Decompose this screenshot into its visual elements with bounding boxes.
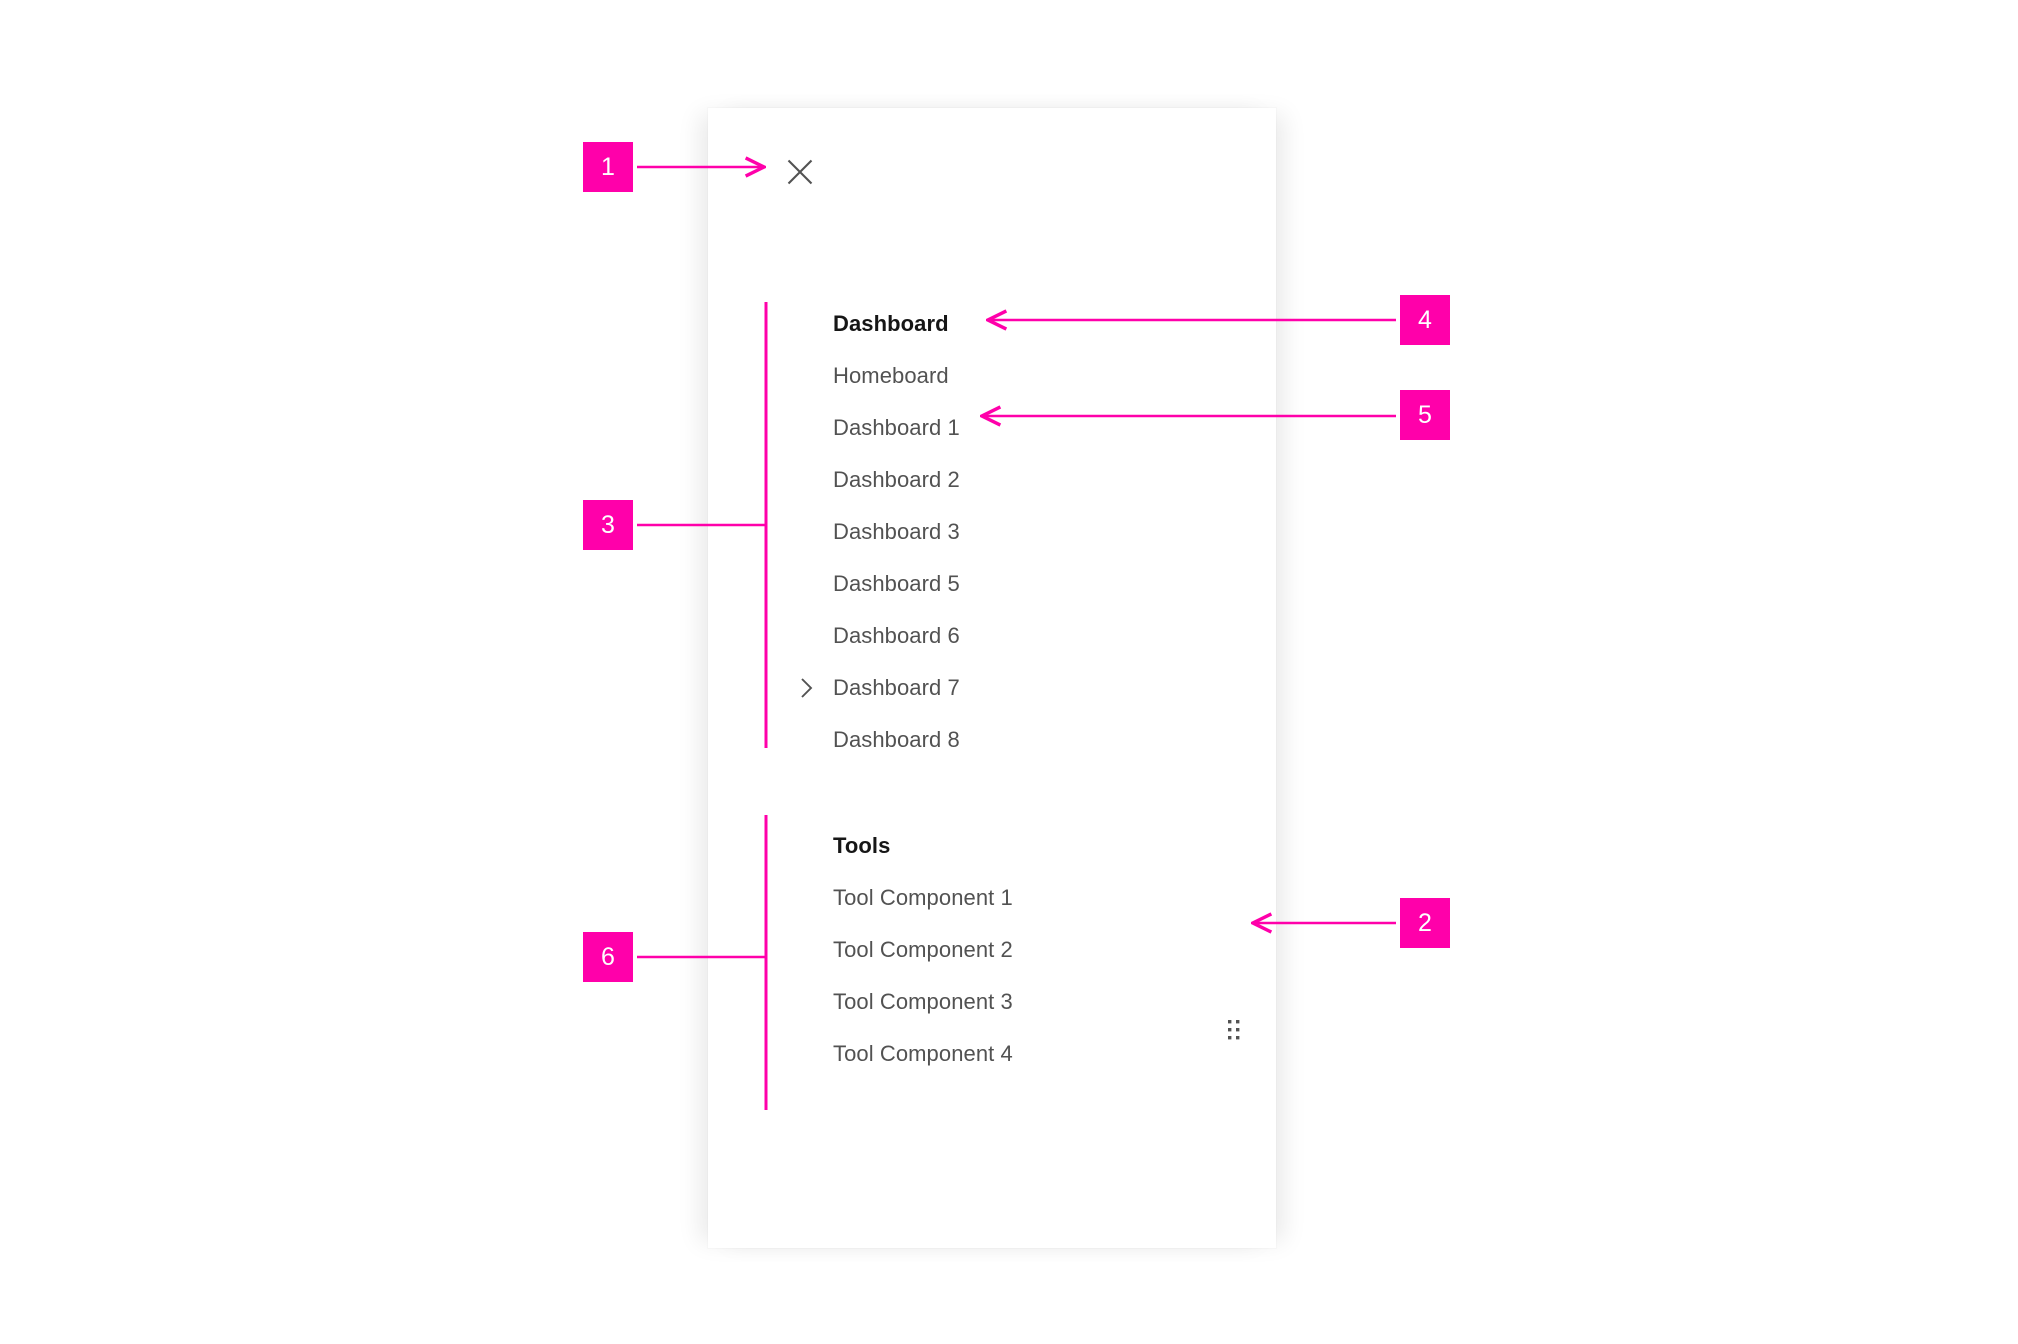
nav-item-dashboard-6[interactable]: Dashboard 6 [708,610,1276,662]
annotation-badge-5: 5 [1400,390,1450,440]
close-button[interactable] [776,148,824,196]
nav-item-dashboard-8[interactable]: Dashboard 8 [708,714,1276,766]
tools-section-group: Tools Tool Component 1 Tool Component 2 … [708,820,1276,1080]
nav-item-tool-component-2[interactable]: Tool Component 2 [708,924,1276,976]
nav-item-dashboard-3[interactable]: Dashboard 3 [708,506,1276,558]
nav-item-tool-component-3[interactable]: Tool Component 3 [708,976,1276,1028]
nav-item-dashboard-5[interactable]: Dashboard 5 [708,558,1276,610]
annotation-badge-4: 4 [1400,295,1450,345]
annotation-badge-2: 2 [1400,898,1450,948]
nav-item-tool-component-1[interactable]: Tool Component 1 [708,872,1276,924]
nav-item-tool-component-4[interactable]: Tool Component 4 [708,1028,1276,1080]
chevron-right-icon[interactable] [796,677,818,699]
nav-item-label: Tool Component 1 [833,885,1013,910]
nav-item-label: Dashboard 1 [833,415,960,440]
nav-item-label: Tool Component 3 [833,989,1013,1014]
nav-item-label: Tool Component 2 [833,937,1013,962]
dashboard-section-title: Dashboard [833,311,949,336]
annotation-badge-6: 6 [583,932,633,982]
nav-item-label: Dashboard 6 [833,623,960,648]
dashboard-section-group: Dashboard Homeboard Dashboard 1 Dashboar… [708,298,1276,766]
nav-item-label: Dashboard 7 [833,675,960,700]
nav-item-label: Dashboard 8 [833,727,960,752]
drag-handle[interactable] [1221,1013,1247,1047]
nav-item-dashboard-2[interactable]: Dashboard 2 [708,454,1276,506]
nav-item-dashboard-7[interactable]: Dashboard 7 [708,662,1276,714]
nav-item-label: Tool Component 4 [833,1041,1013,1066]
annotation-badge-3: 3 [583,500,633,550]
nav-item-label: Dashboard 5 [833,571,960,596]
tools-section-title: Tools [833,833,891,858]
nav-item-label: Dashboard 3 [833,519,960,544]
nav-item-label: Homeboard [833,363,949,388]
nav-item-homeboard[interactable]: Homeboard [708,350,1276,402]
close-icon [783,155,817,189]
nav-item-dashboard-1[interactable]: Dashboard 1 [708,402,1276,454]
annotation-badge-1: 1 [583,142,633,192]
drag-handle-icon [1227,1018,1241,1042]
side-navigation-panel: Dashboard Homeboard Dashboard 1 Dashboar… [708,108,1276,1248]
nav-item-label: Dashboard 2 [833,467,960,492]
